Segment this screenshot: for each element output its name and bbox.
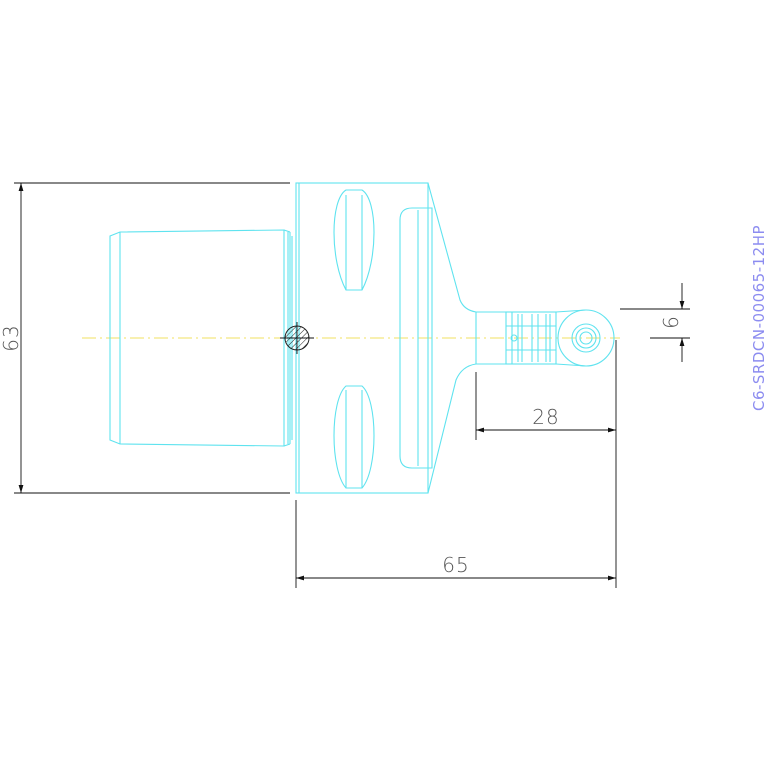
offset-label: 6 — [659, 315, 683, 329]
part-code: C6-SRDCN-00065-12HP — [750, 225, 767, 411]
insert — [555, 309, 615, 367]
dimension-offset: 6 — [620, 283, 690, 362]
dimension-overall-length: 65 — [295, 340, 617, 588]
head-length-label: 28 — [532, 405, 559, 429]
section-mark — [280, 322, 314, 354]
overall-length-label: 65 — [442, 553, 469, 577]
flange — [295, 182, 433, 494]
cartridge-head — [505, 311, 557, 365]
neck — [427, 182, 520, 494]
height-label: 63 — [0, 324, 23, 351]
shank — [109, 229, 293, 447]
dimension-head-length: 28 — [475, 372, 616, 440]
dimension-height: 63 — [0, 182, 290, 494]
